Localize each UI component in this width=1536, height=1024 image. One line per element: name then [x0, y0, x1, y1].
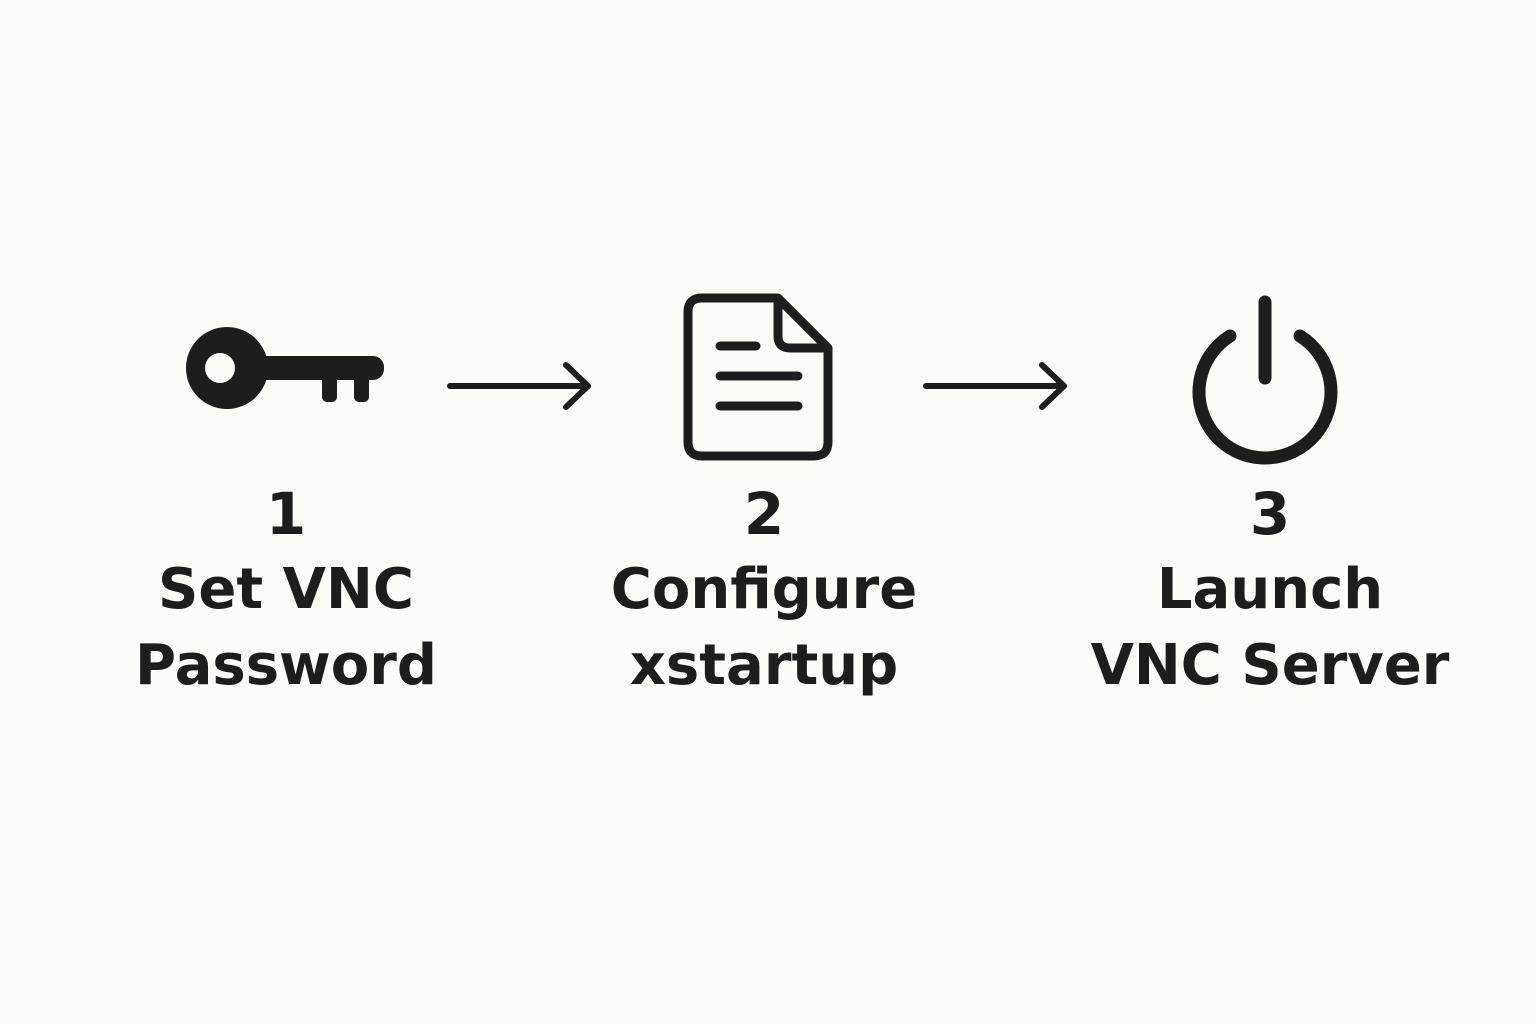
- step-label-line: VNC Server: [1090, 633, 1450, 698]
- step-label-line: Password: [135, 633, 437, 698]
- power-icon: [1186, 292, 1344, 468]
- step-number: 1: [265, 480, 307, 548]
- step-label: Set VNC Password: [86, 552, 486, 704]
- step-1: 1 Set VNC Password: [86, 476, 486, 704]
- step-label: Configure xstartup: [564, 552, 964, 704]
- arrow-right-icon: [922, 358, 1074, 418]
- arrow-right-icon: [446, 358, 598, 418]
- step-label-line: xstartup: [629, 633, 899, 698]
- step-label-line: Configure: [610, 557, 918, 622]
- step-label: Launch VNC Server: [1060, 552, 1480, 704]
- step-2: 2 Configure xstartup: [564, 476, 964, 704]
- key-icon: [180, 318, 390, 418]
- step-label-line: Launch: [1156, 557, 1384, 622]
- step-number: 2: [743, 480, 785, 548]
- document-icon: [682, 292, 836, 464]
- step-3: 3 Launch VNC Server: [1060, 476, 1480, 704]
- step-number: 3: [1249, 480, 1291, 548]
- step-label-line: Set VNC: [158, 557, 414, 622]
